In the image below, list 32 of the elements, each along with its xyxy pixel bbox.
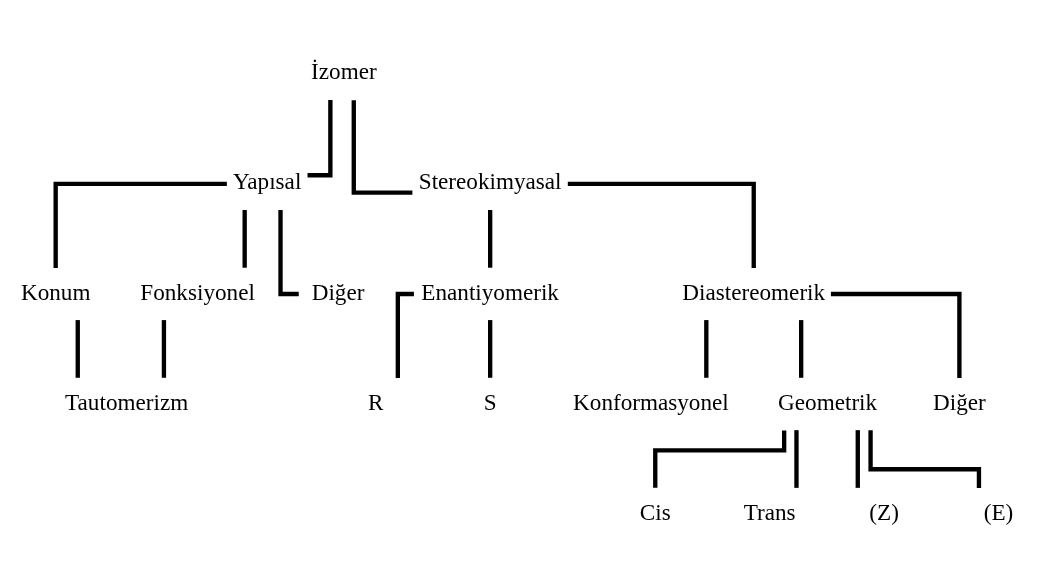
connector: [488, 209, 493, 268]
node-text: Diğer: [933, 388, 986, 415]
node-text: Cis: [639, 498, 671, 525]
node-text: Geometrik: [778, 388, 878, 415]
connector: [567, 181, 756, 268]
node-text: Konum: [20, 278, 91, 304]
node-text: (Z): [869, 498, 899, 525]
node-text: İzomer: [311, 57, 377, 84]
connector: [351, 99, 413, 195]
node-text: Tautomerizm: [65, 388, 189, 415]
connector: [53, 181, 227, 268]
node-text: Enantiyomerik: [421, 278, 559, 304]
node-text: Fonksiyonel: [140, 278, 255, 304]
connector: [794, 429, 799, 488]
node-text: Konformasyonel: [573, 388, 729, 415]
node-text: S: [483, 388, 497, 415]
connector: [799, 319, 804, 378]
connector: [830, 291, 962, 378]
connector: [75, 319, 80, 378]
node-text: Diastereomerik: [682, 278, 826, 304]
connector: [488, 319, 493, 378]
connector: [653, 430, 787, 488]
node-text: Trans: [743, 498, 796, 525]
node-text: Yapısal: [232, 167, 302, 194]
connector: [161, 319, 167, 378]
node-text: Stereokimyasal: [418, 167, 562, 194]
node-text: (E): [983, 498, 1014, 525]
node-text: Diğer: [311, 278, 365, 304]
connector: [855, 429, 860, 488]
node-text: R: [368, 388, 384, 415]
connector: [242, 209, 247, 268]
connector: [704, 319, 709, 378]
